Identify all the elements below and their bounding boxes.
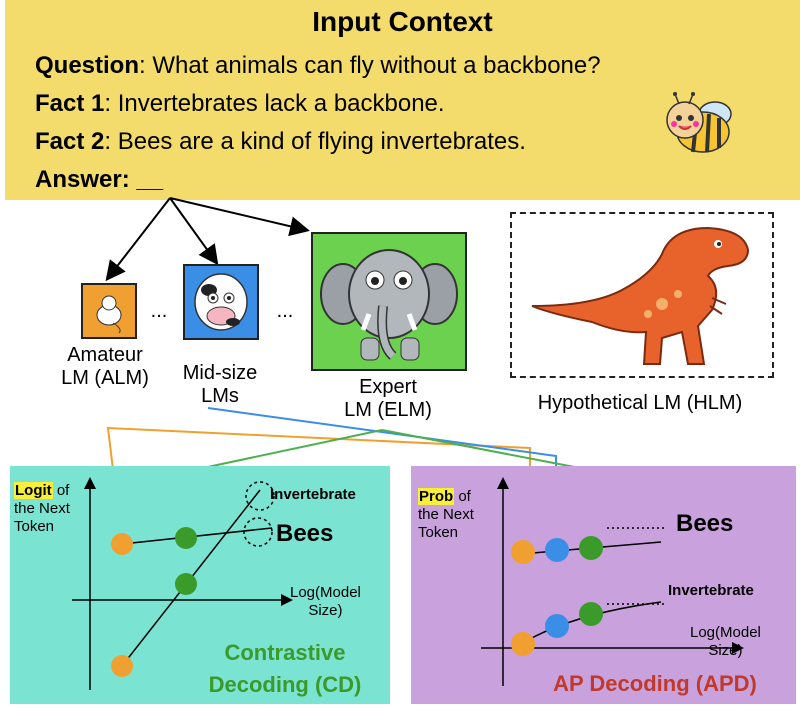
cd-amateur-invertebrate-point bbox=[111, 655, 133, 677]
cd-expert-invertebrate-point bbox=[175, 573, 197, 595]
amateur-label-line1: Amateur bbox=[67, 344, 143, 366]
cd-panel bbox=[10, 466, 390, 704]
cd-bees-target bbox=[243, 517, 273, 547]
apd-invertebrate-label: Invertebrate bbox=[668, 582, 754, 599]
apd-mid-invertebrate-point bbox=[545, 614, 569, 638]
cd-title: Contrastive Decoding (CD) bbox=[190, 637, 380, 701]
cd-expert-bees-point bbox=[175, 527, 197, 549]
cd-y-label-highlight: Logit bbox=[14, 482, 53, 499]
cd-title-line2: Decoding (CD) bbox=[208, 672, 362, 697]
fact2-text: : Bees are a kind of flying invertebrate… bbox=[104, 128, 526, 155]
mid-label-line1: Mid-size bbox=[182, 362, 258, 384]
expert-label-line2: LM (ELM) bbox=[344, 399, 432, 421]
apd-bees-label: Bees bbox=[676, 510, 734, 537]
cd-invertebrate-target bbox=[245, 481, 275, 511]
apd-y-label-part1: of bbox=[454, 488, 471, 505]
ellipsis-2: ... bbox=[276, 300, 294, 322]
cd-y-label: Logit of the Next Token bbox=[14, 482, 70, 536]
apd-amateur-invertebrate-point bbox=[511, 632, 535, 656]
ellipsis-1: ... bbox=[150, 300, 168, 322]
cd-bees-line bbox=[121, 527, 273, 545]
mid-label-line2: LMs bbox=[201, 385, 239, 407]
cd-amateur-bees-point bbox=[111, 533, 133, 555]
context-title: Input Context bbox=[312, 6, 493, 37]
cd-x-label: Log(Model Size) bbox=[290, 584, 361, 620]
hypothetical-label: Hypothetical LM (HLM) bbox=[537, 392, 743, 414]
hypothetical-lm-box bbox=[510, 212, 774, 378]
apd-panel bbox=[411, 466, 796, 704]
cd-invertebrate-label: Invertebrate bbox=[270, 486, 356, 503]
apd-expert-invertebrate-point bbox=[579, 602, 603, 626]
cd-y-label-part3: Token bbox=[14, 518, 55, 535]
answer-line: Answer: __ bbox=[35, 166, 163, 194]
dinosaur-icon bbox=[531, 226, 750, 365]
expert-label: Expert LM (ELM) bbox=[318, 376, 458, 422]
cd-bees-label: Bees bbox=[276, 520, 334, 547]
amateur-label: Amateur LM (ALM) bbox=[40, 344, 170, 390]
expert-lm-icon bbox=[311, 232, 467, 371]
fact2-line: Fact 2: Bees are a kind of flying invert… bbox=[35, 128, 526, 156]
cd-y-label-part1: of bbox=[52, 482, 70, 499]
mid-size-label: Mid-size LMs bbox=[168, 362, 272, 408]
apd-title: AP Decoding (APD) bbox=[553, 671, 757, 696]
cd-x-label-line1: Log(Model bbox=[290, 584, 361, 601]
apd-x-label-line2: Size) bbox=[708, 642, 743, 659]
apd-mid-bees-point bbox=[545, 538, 569, 562]
cd-title-line1: Contrastive bbox=[224, 640, 346, 665]
apd-expert-bees-point bbox=[579, 536, 603, 560]
answer-key: Answer bbox=[35, 166, 122, 193]
fact1-line: Fact 1: Invertebrates lack a backbone. bbox=[35, 90, 445, 118]
fact2-key: Fact 2 bbox=[35, 128, 105, 155]
expert-label-line1: Expert bbox=[359, 376, 417, 398]
apd-y-label: Prob of the Next Token bbox=[418, 488, 474, 542]
apd-x-label: Log(Model Size) bbox=[690, 624, 761, 660]
input-context-box: Input Context Question: What animals can… bbox=[5, 0, 800, 200]
fact1-text: : Invertebrates lack a backbone. bbox=[104, 90, 445, 117]
amateur-lm-icon bbox=[81, 283, 137, 339]
bee-icon bbox=[666, 92, 732, 153]
apd-y-label-highlight: Prob bbox=[418, 488, 455, 505]
cd-plot bbox=[72, 477, 293, 690]
question-key: Question bbox=[35, 52, 140, 79]
fact1-key: Fact 1 bbox=[35, 90, 105, 117]
question-text: : What animals can fly without a backbon… bbox=[139, 52, 601, 79]
apd-x-label-line1: Log(Model bbox=[690, 624, 761, 641]
apd-amateur-bees-point bbox=[511, 540, 535, 564]
apd-y-label-part2: the Next bbox=[418, 506, 474, 523]
amateur-label-line2: LM (ALM) bbox=[61, 367, 149, 389]
question-line: Question: What animals can fly without a… bbox=[35, 52, 601, 80]
cd-x-label-line2: Size) bbox=[308, 602, 343, 619]
apd-plot bbox=[481, 477, 744, 686]
answer-blank: : __ bbox=[121, 166, 164, 193]
mid-size-lm-icon bbox=[183, 264, 259, 340]
cd-y-label-part2: the Next bbox=[14, 500, 70, 517]
apd-y-label-part3: Token bbox=[418, 524, 459, 541]
